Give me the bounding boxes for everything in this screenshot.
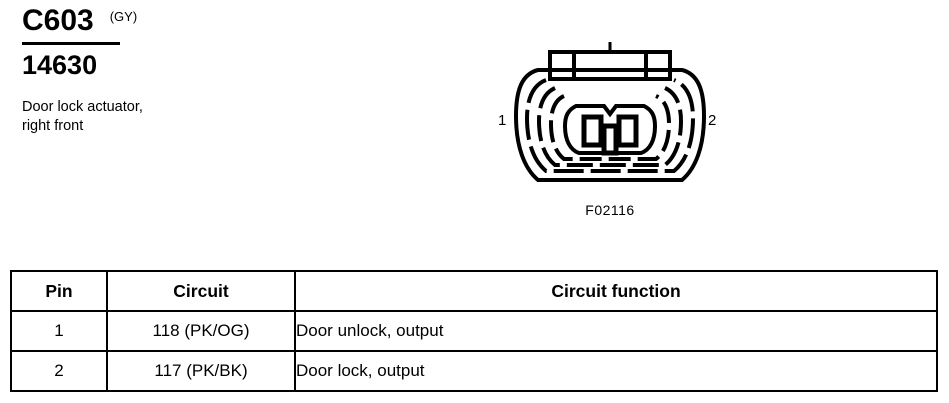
pin-table: Pin Circuit Circuit function 1 118 (PK/O… xyxy=(10,270,938,392)
table-row: 1 118 (PK/OG) Door unlock, output xyxy=(10,310,938,352)
connector-face-drawing xyxy=(513,42,707,182)
connector-latch-housing xyxy=(548,50,672,81)
connector-header: C603 (GY) 14630 Door lock actuator, righ… xyxy=(22,4,322,136)
terminal-cavity-1 xyxy=(581,114,604,148)
cell-circuit: 117 (PK/BK) xyxy=(106,350,296,392)
column-header-circuit: Circuit xyxy=(106,270,296,312)
connector-contour-4 xyxy=(548,94,672,161)
terminal-cavity-2 xyxy=(616,114,639,148)
pin-label-2: 2 xyxy=(708,112,717,129)
cell-function: Door unlock, output xyxy=(294,310,938,352)
cell-pin: 2 xyxy=(10,350,108,392)
connector-description: Door lock actuator, right front xyxy=(22,99,143,134)
cell-pin: 1 xyxy=(10,310,108,352)
figure-reference-number: F02116 xyxy=(585,202,635,218)
connector-contour-2 xyxy=(524,78,696,173)
table-row: 2 117 (PK/BK) Door lock, output xyxy=(10,350,938,392)
table-header-row: Pin Circuit Circuit function xyxy=(10,270,938,312)
connector-contour-3 xyxy=(536,86,684,167)
connector-id: C603 xyxy=(22,4,94,37)
cell-function: Door lock, output xyxy=(294,350,938,392)
connector-id-row: C603 (GY) xyxy=(22,4,322,40)
column-header-pin: Pin xyxy=(10,270,108,312)
connector-color-code: (GY) xyxy=(109,9,138,24)
cell-circuit: 118 (PK/OG) xyxy=(106,310,296,352)
part-number: 14630 xyxy=(22,50,98,80)
connector-inner-ring xyxy=(562,104,658,155)
connector-illustration: 1 2 F02116 xyxy=(480,28,740,228)
column-header-circuit-function: Circuit function xyxy=(294,270,938,312)
connector-id-underline xyxy=(22,42,120,45)
pin-label-1: 1 xyxy=(498,112,507,129)
connector-outer-shell xyxy=(513,68,707,182)
connector-center-key xyxy=(601,123,619,156)
